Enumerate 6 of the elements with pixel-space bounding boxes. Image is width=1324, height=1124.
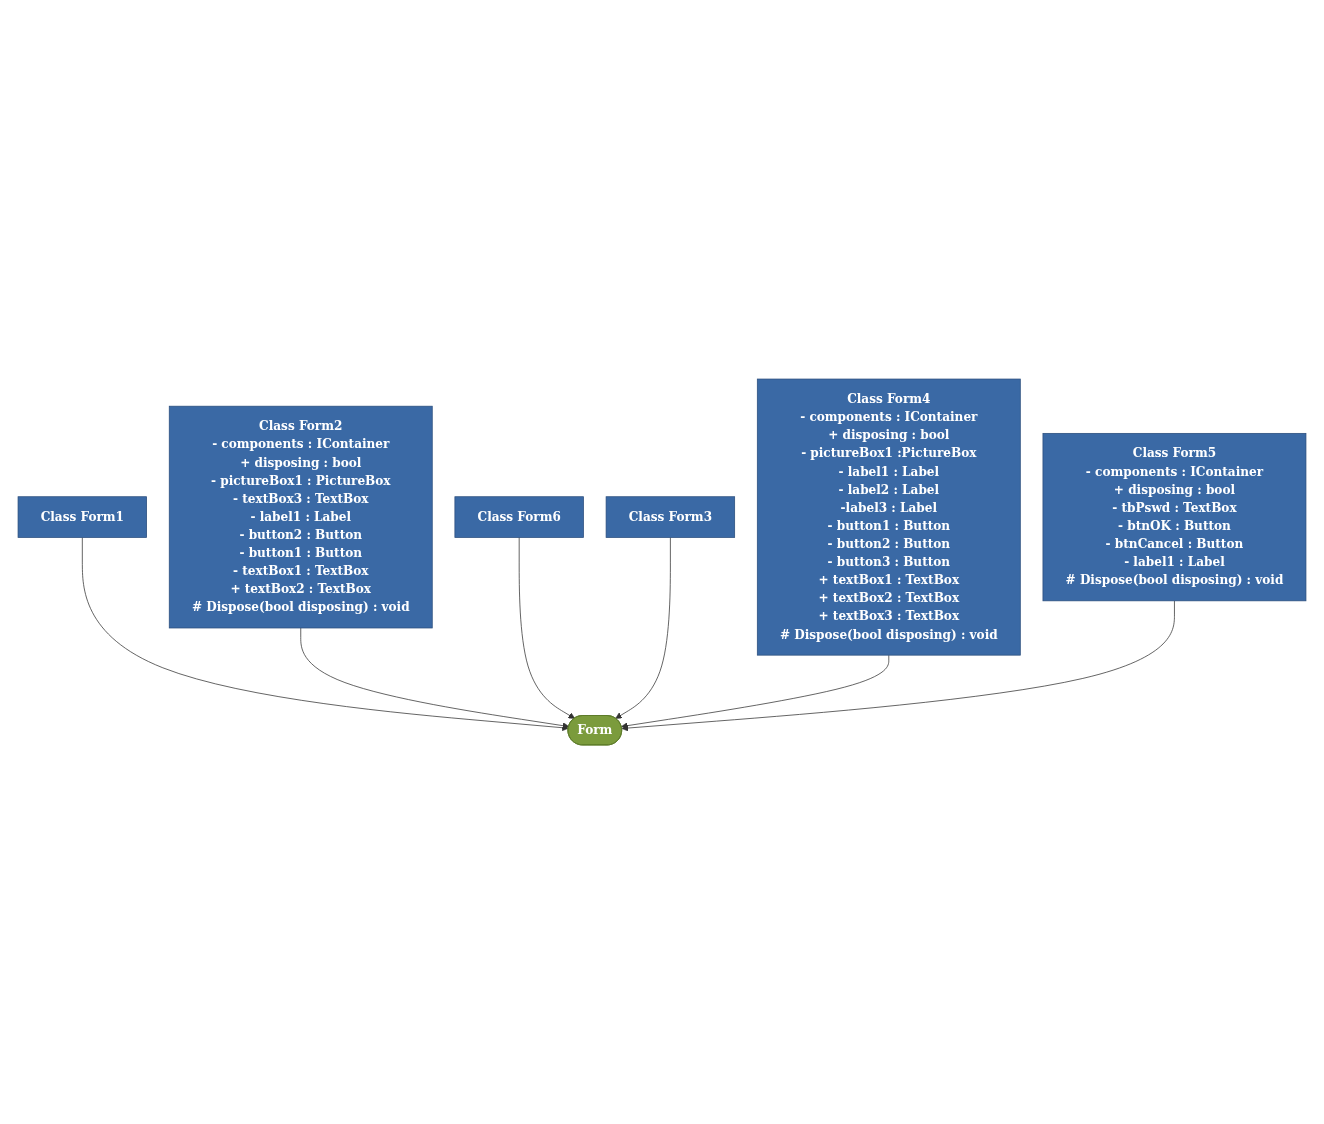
node-box: Class Form3: [605, 496, 736, 538]
node-box: Class Form4 - components : IContainer + disposing : bool - pictureBox1 :PictureBox - label1 : Label - label2 : Label -label3 : Label - button1 : Button - button2 : Button - button3 : Button + textBox1 : TextBox + textBox2 : TextBox + textBox3 : TextBox # Dispose(bool disposing) : void: [756, 378, 1021, 656]
node-box: Class Form5 - components : IContainer + disposing : bool - tbPswd : TextBox - btnOK : Button - btnCancel : Button - label1 : Label # Dispose(bool disposing) : void: [1042, 433, 1307, 602]
node-box: Class Form6: [454, 496, 584, 538]
node-box: Class Form2 - components : IContainer + disposing : bool - pictureBox1 : PictureBox - textBox3 : TextBox - label1 : Label - button2 : Button - button1 : Button - textBox1 : TextBox + textBox2 : TextBox # Dispose(bool disposing) : void: [168, 405, 433, 629]
node-box: Class Form1: [17, 496, 147, 538]
